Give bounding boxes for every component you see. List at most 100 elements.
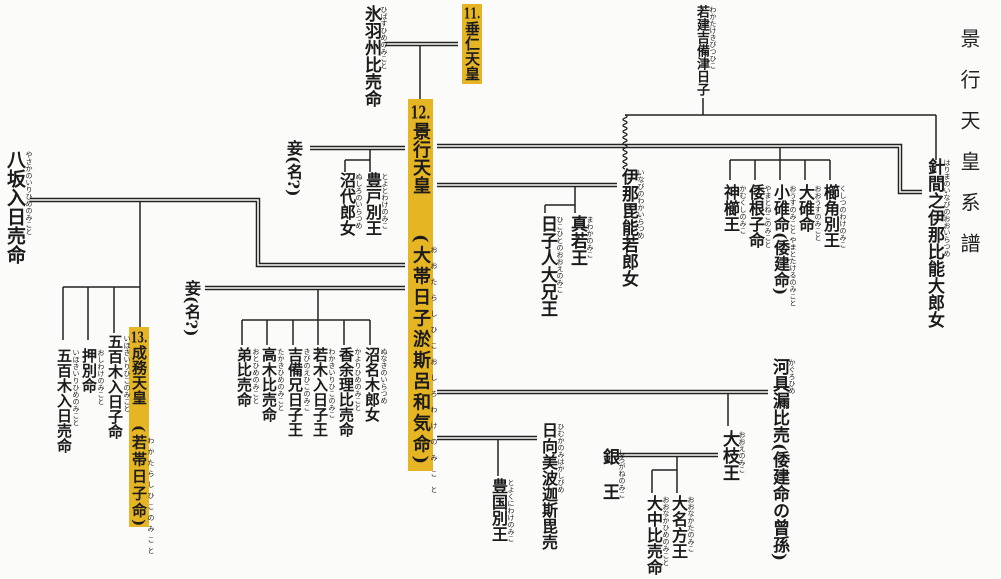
person-kushitsuno: 櫛角別王くしつのわけのみこ [821, 184, 847, 248]
person-ruby: おおうすのみこと [814, 185, 822, 241]
person-hibasu: 氷羽州比売命ひばすひめのみこと [361, 5, 388, 107]
person-ruby: とよとわけのみこ [381, 173, 389, 229]
emperor-number: 13. [130, 330, 148, 345]
emperor-suinin: 11.垂仁天皇 [463, 6, 481, 81]
person-name: 氷羽州比売命 [361, 5, 381, 107]
person-otohime: 弟比売命おとひめのみこと [235, 347, 260, 407]
person-ruby: いなびのわかいらつめ [637, 169, 645, 239]
person-yamatoneko: 倭根子命やまとねこのみこと [746, 184, 772, 248]
person-name: 沼名木郎女 [363, 347, 381, 422]
person-name: 八坂入日売命 [4, 150, 26, 264]
person-name: 若建吉備津日子 [694, 5, 709, 96]
person-name: 小碓命(倭建命) [771, 184, 790, 296]
person-name: 大碓命 [796, 184, 815, 232]
person-name: 弟比売命 [235, 347, 253, 407]
person-name: 豊国別王 [489, 478, 508, 542]
person-name: 銀王 [599, 448, 619, 518]
emperor-ruby: わかたらしひこのみこと [147, 437, 155, 558]
person-wakatake: 若建吉備津日子わかたけきびつひこ [694, 5, 717, 96]
person-iokiirihime: 五百木入日売命いほきいりひめのみこと [55, 348, 80, 453]
emperor-alias-seimu: (若帯日子命)わかたらしひこのみこと [130, 425, 155, 558]
person-ruby: ぬなきのいらつめ [380, 348, 388, 404]
person-name: 針間之伊那比能大郎女 [924, 158, 944, 328]
person-himuka: 日向美波迦斯毘売ひむかのみはかしびめ [539, 422, 565, 550]
emperor-alias: (大帯日子淤斯呂和気命) [410, 234, 431, 468]
person-ruby: おおなかひめのみこと [662, 496, 670, 566]
emperor-number: 11. [463, 6, 481, 21]
person-ruby: おおなかたのみこ [687, 496, 695, 552]
person-toyokuni: 豊国別王とよくにわけのみこ [489, 478, 515, 542]
person-harima: 針間之伊那比能大郎女はりまのいなびのおおいらつめ [924, 158, 951, 328]
person-name: 大枝王 [719, 430, 739, 481]
person-name: 大中比売命 [644, 495, 663, 575]
suinin-highlight [462, 4, 482, 84]
person-ruby: ひばすひめのみこと [380, 6, 388, 69]
person-oe: 大枝王おおえのみこ [719, 430, 746, 481]
marriage-line-inner [437, 145, 922, 193]
person-name: 若木入日子王 [311, 347, 329, 437]
person-name: 吉備兄日子王 [286, 347, 304, 437]
person-ruby: いほきいりひこのみこと [123, 335, 131, 412]
person-onakata: 大名方王おおなかたのみこ [669, 495, 695, 559]
person-name: 倭根子命 [746, 184, 765, 248]
person-kamikushi: 神櫛王かむくしのみこ [721, 184, 747, 234]
person-ruby: わかたけきびつひこ [709, 6, 717, 69]
person-ruby: はりまのいなびのおおいらつめ [943, 159, 951, 257]
person-ruby: おしわけのみこと [97, 349, 105, 405]
emperor-name: 垂仁天皇 [463, 21, 481, 81]
emperor-seimu: 13.成務天皇 [130, 330, 148, 405]
emperor-name: 成務天皇 [130, 345, 148, 405]
person-nushiro: 沼代郎女ぬしろのいらつめ [337, 172, 363, 236]
person-oousu: 大碓命おおうすのみこと [796, 184, 822, 241]
person-name: 五百木入日子命 [106, 334, 124, 439]
person-name: 押別命 [80, 348, 98, 393]
person-ruby: たかきひめのみこと [277, 348, 285, 411]
person-oshiwake: 押別命おしわけのみこと [80, 348, 105, 405]
emperor-number: 12. [410, 104, 431, 122]
person-ruby: ひむかのみはかしびめ [557, 423, 565, 493]
marriage-line-inner [30, 199, 405, 266]
person-ruby: まわかのみこ [586, 216, 594, 258]
person-kibinoe: 吉備兄日子王きびのえひこのみこ [286, 347, 311, 437]
person-mekake1: 妾(名?) [284, 140, 303, 197]
emperor-name: 景行天皇 [410, 122, 431, 194]
person-takaki: 高木比売命たかきひめのみこと [260, 347, 285, 422]
keiko-highlight [408, 99, 433, 471]
person-name: 河具漏比売(倭建命の曾孫) [769, 358, 789, 562]
person-name: 真若王 [567, 215, 587, 266]
person-name: 日子人大兄王 [537, 215, 557, 317]
person-ruby: やさかのいりひめのみこと [25, 151, 33, 235]
person-ruby: かぐろひめ [788, 359, 796, 394]
emperor-alias-keiko: (大帯日子淤斯呂和気命)おおたらしひこおしろわけのみこと [410, 234, 438, 502]
person-name: 妾(名?) [284, 140, 303, 197]
person-yasaka: 八坂入日売命やさかのいりひめのみこと [4, 150, 33, 264]
person-ruby: わかきいりひこのみこ [328, 348, 336, 418]
person-inabi_waka: 伊那毘能若郎女いなびのわかいらつめ [618, 168, 645, 287]
person-wakakiiri: 若木入日子王わかきいりひこのみこ [311, 347, 336, 437]
emperor-ruby: おおたらしひこおしろわけのみこと [430, 246, 438, 502]
seimu-highlight [129, 327, 149, 527]
person-kayori: 香余理比売命かよりひめのみこと [337, 347, 362, 437]
person-ruby: やまとねこのみこと [764, 185, 772, 248]
person-ruby: いほきいりひめのみこと [72, 349, 80, 426]
person-ruby: おおえのみこ [738, 431, 746, 473]
person-name: 高木比売命 [260, 347, 278, 422]
person-ruby: くしつのわけのみこ [839, 185, 847, 248]
person-ruby: かむくしのみこ [739, 185, 747, 234]
person-name: 五百木入日売命 [55, 348, 73, 453]
person-ruby: しろがねのみこ [618, 449, 626, 498]
person-ruby: おとひめのみこと [252, 348, 260, 404]
emperor-keiko: 12.景行天皇 [410, 104, 431, 194]
person-name: 香余理比売命 [337, 347, 355, 437]
person-mawaka: 真若王まわかのみこ [567, 215, 594, 266]
person-hikohito: 日子人大兄王ひこひとのおおえのみこ [537, 215, 564, 317]
person-toyoto: 豊戸別王とよとわけのみこ [363, 172, 389, 236]
person-ruby: おうすのみこと やまとたけるのみこと [789, 185, 797, 307]
person-name: 大名方王 [669, 495, 688, 559]
person-ruby: とよくにわけのみこ [507, 479, 515, 542]
person-name: 沼代郎女 [337, 172, 356, 236]
person-ruby: かよりひめのみこと [354, 348, 362, 411]
person-ruby: きびのえひこのみこ [303, 348, 311, 411]
person-ruby: ぬしろのいらつめ [355, 173, 363, 229]
person-ousu: 小碓命(倭建命)おうすのみこと やまとたけるのみこと [771, 184, 797, 307]
